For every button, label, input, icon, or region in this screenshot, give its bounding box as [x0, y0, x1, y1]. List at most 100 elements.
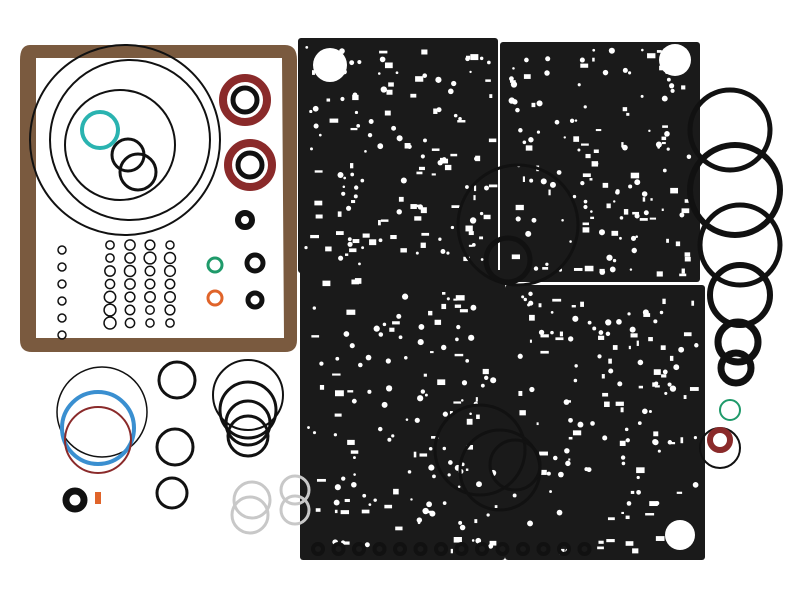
plate-slot: [573, 267, 583, 271]
plate-slot: [386, 89, 393, 95]
plate-slot: [542, 267, 549, 270]
plate-slot: [539, 451, 548, 456]
plate-slot: [661, 208, 664, 212]
plate-hole: [628, 184, 633, 189]
plate-hole: [544, 70, 550, 76]
plate-slot: [645, 513, 655, 516]
plate-hole: [357, 59, 362, 65]
plate-hole: [345, 205, 352, 211]
plate-slot: [316, 478, 326, 482]
plate-slot: [598, 540, 604, 544]
plate-hole: [583, 199, 588, 204]
small-o-ring: [144, 278, 156, 290]
plate-slot: [414, 216, 422, 221]
plate-bore: [665, 520, 695, 550]
plate-slot: [312, 70, 315, 75]
plate-slot: [606, 203, 611, 209]
orange-clip: [95, 492, 101, 504]
plate-slot: [441, 158, 449, 164]
plate-hole: [563, 136, 566, 139]
plate-hole: [362, 493, 367, 498]
plate-slot: [421, 49, 428, 55]
plate-hole: [313, 123, 319, 129]
plate-hole: [365, 354, 372, 361]
plate-hole: [686, 154, 692, 160]
plate-hole: [461, 399, 464, 402]
plate-hole: [561, 218, 564, 222]
plate-hole: [659, 310, 664, 315]
plate-slot: [681, 268, 685, 274]
plate-hole: [440, 249, 446, 254]
plate-slot: [612, 345, 618, 350]
plate-hole: [528, 291, 533, 297]
sealing-ring: [687, 87, 773, 173]
plate-hole: [556, 170, 562, 175]
o-ring: [717, 349, 755, 387]
plate-hole: [358, 262, 361, 266]
plate-hole: [569, 240, 572, 243]
small-o-ring: [165, 240, 175, 250]
plate-hole: [422, 507, 429, 515]
plate-hole: [608, 368, 614, 374]
plate-hole: [643, 210, 649, 216]
plate-slot: [463, 256, 470, 262]
plate-slot: [602, 182, 609, 188]
plate-slot: [691, 300, 695, 306]
plate-hole: [598, 330, 604, 335]
plate-slot: [625, 515, 630, 520]
plate-hole: [377, 143, 384, 150]
o-ring: [235, 210, 255, 230]
o-ring: [49, 59, 211, 221]
plate-hole: [446, 297, 450, 301]
plate-slot: [548, 189, 551, 196]
plate-slot: [684, 252, 691, 257]
plate-slot: [662, 125, 668, 128]
plate-slot: [595, 129, 602, 132]
plate-hole: [616, 319, 622, 325]
plate-hole: [655, 141, 662, 148]
plate-hole: [662, 369, 668, 375]
plate-hole: [442, 411, 448, 417]
plate-hole: [382, 322, 387, 327]
plate-hole: [666, 147, 670, 151]
plate-slot: [437, 379, 446, 386]
plate-hole: [476, 481, 482, 488]
plate-hole: [509, 76, 514, 82]
plate-hole: [453, 113, 458, 118]
plate-hole: [309, 147, 313, 151]
plate-hole: [428, 464, 435, 471]
plate-hole: [613, 200, 616, 203]
plate-hole: [338, 255, 344, 261]
plate-hole: [377, 426, 383, 432]
plate-slot: [515, 204, 524, 211]
plate-hole: [470, 304, 477, 311]
plate-hole: [448, 88, 454, 95]
lip-seal: [235, 150, 265, 180]
seal: [707, 427, 733, 453]
plate-hole: [480, 383, 485, 388]
plate-slot: [653, 431, 659, 437]
o-ring: [212, 359, 284, 431]
plate-slot: [449, 411, 453, 415]
separator-plate: [300, 270, 505, 560]
plate-slot: [568, 458, 571, 461]
plate-slot: [510, 80, 516, 83]
small-o-ring: [163, 290, 177, 304]
plate-slot: [656, 271, 663, 277]
plate-hole: [652, 439, 659, 446]
plate-slot: [519, 410, 526, 416]
o-ring: [483, 235, 533, 285]
plate-hole: [484, 185, 489, 191]
plate-slot: [369, 239, 377, 246]
plate-hole: [442, 446, 447, 451]
plate-hole: [479, 56, 484, 61]
small-o-ring: [57, 245, 67, 255]
plate-slot: [529, 314, 535, 321]
plate-hole: [487, 60, 491, 65]
o-ring: [224, 399, 272, 447]
plate-hole: [360, 178, 365, 183]
plate-slot: [582, 222, 589, 226]
plate-hole: [661, 95, 668, 102]
plate-hole: [583, 105, 587, 109]
plate-slot: [538, 303, 542, 308]
